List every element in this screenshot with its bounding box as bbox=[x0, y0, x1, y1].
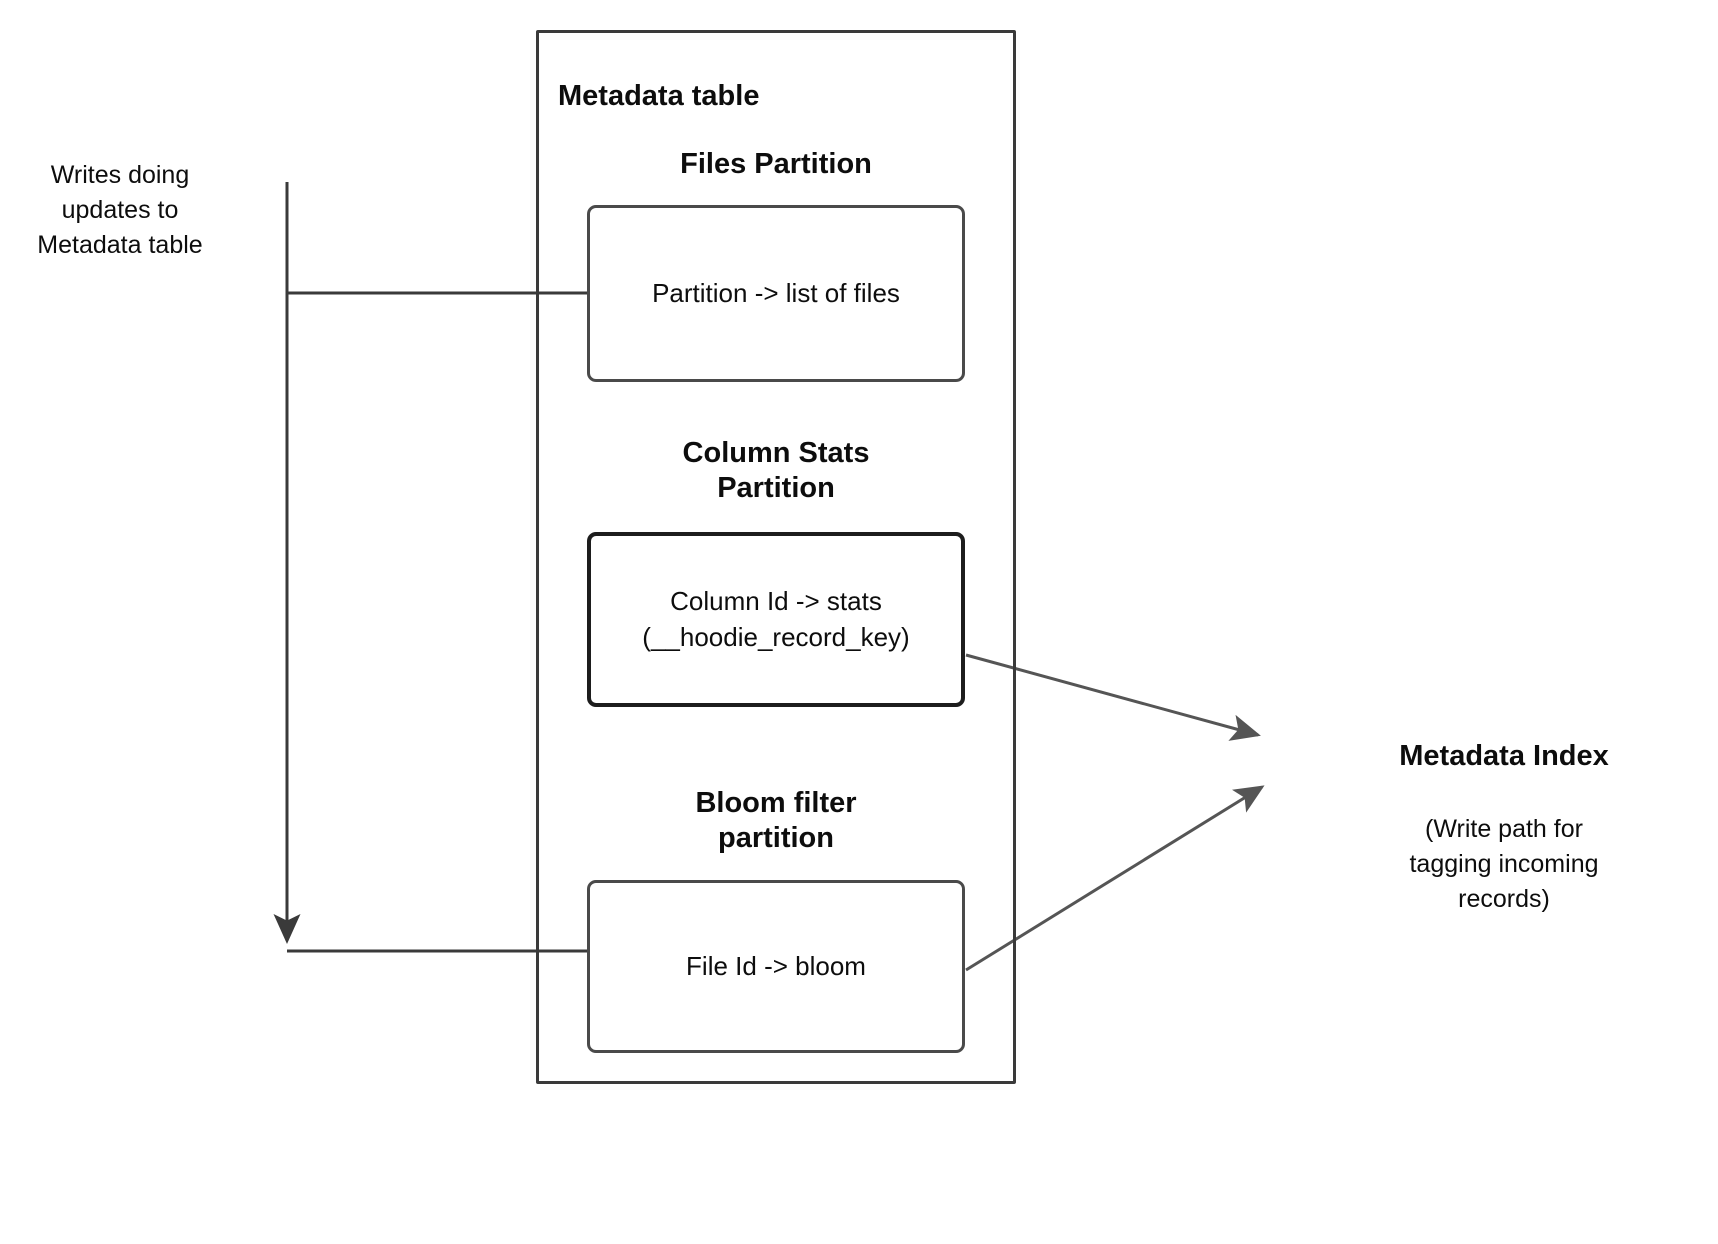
metadata-table-title: Metadata table bbox=[558, 80, 760, 112]
metadata-index-title: Metadata Index bbox=[1399, 740, 1609, 772]
bloom-filter-partition-heading: Bloom filter partition bbox=[695, 787, 857, 855]
column-stats-partition-box-text: Column Id -> stats (__hoodie_record_key) bbox=[642, 585, 910, 652]
column-stats-partition-box[interactable]: Column Id -> stats (__hoodie_record_key) bbox=[587, 532, 965, 707]
bloom-filter-partition-box[interactable]: File Id -> bloom bbox=[587, 880, 965, 1053]
files-partition-heading: Files Partition bbox=[680, 148, 872, 180]
column-stats-partition-heading: Column Stats Partition bbox=[682, 437, 870, 505]
files-partition-box-text: Partition -> list of files bbox=[652, 277, 900, 308]
files-partition-box[interactable]: Partition -> list of files bbox=[587, 205, 965, 382]
bloom-filter-partition-box-text: File Id -> bloom bbox=[686, 950, 866, 981]
metadata-table-container bbox=[536, 30, 1016, 1084]
writes-doing-updates-label: Writes doing updates to Metadata table bbox=[37, 161, 203, 259]
metadata-index-caption: (Write path for tagging incoming records… bbox=[1409, 815, 1599, 913]
